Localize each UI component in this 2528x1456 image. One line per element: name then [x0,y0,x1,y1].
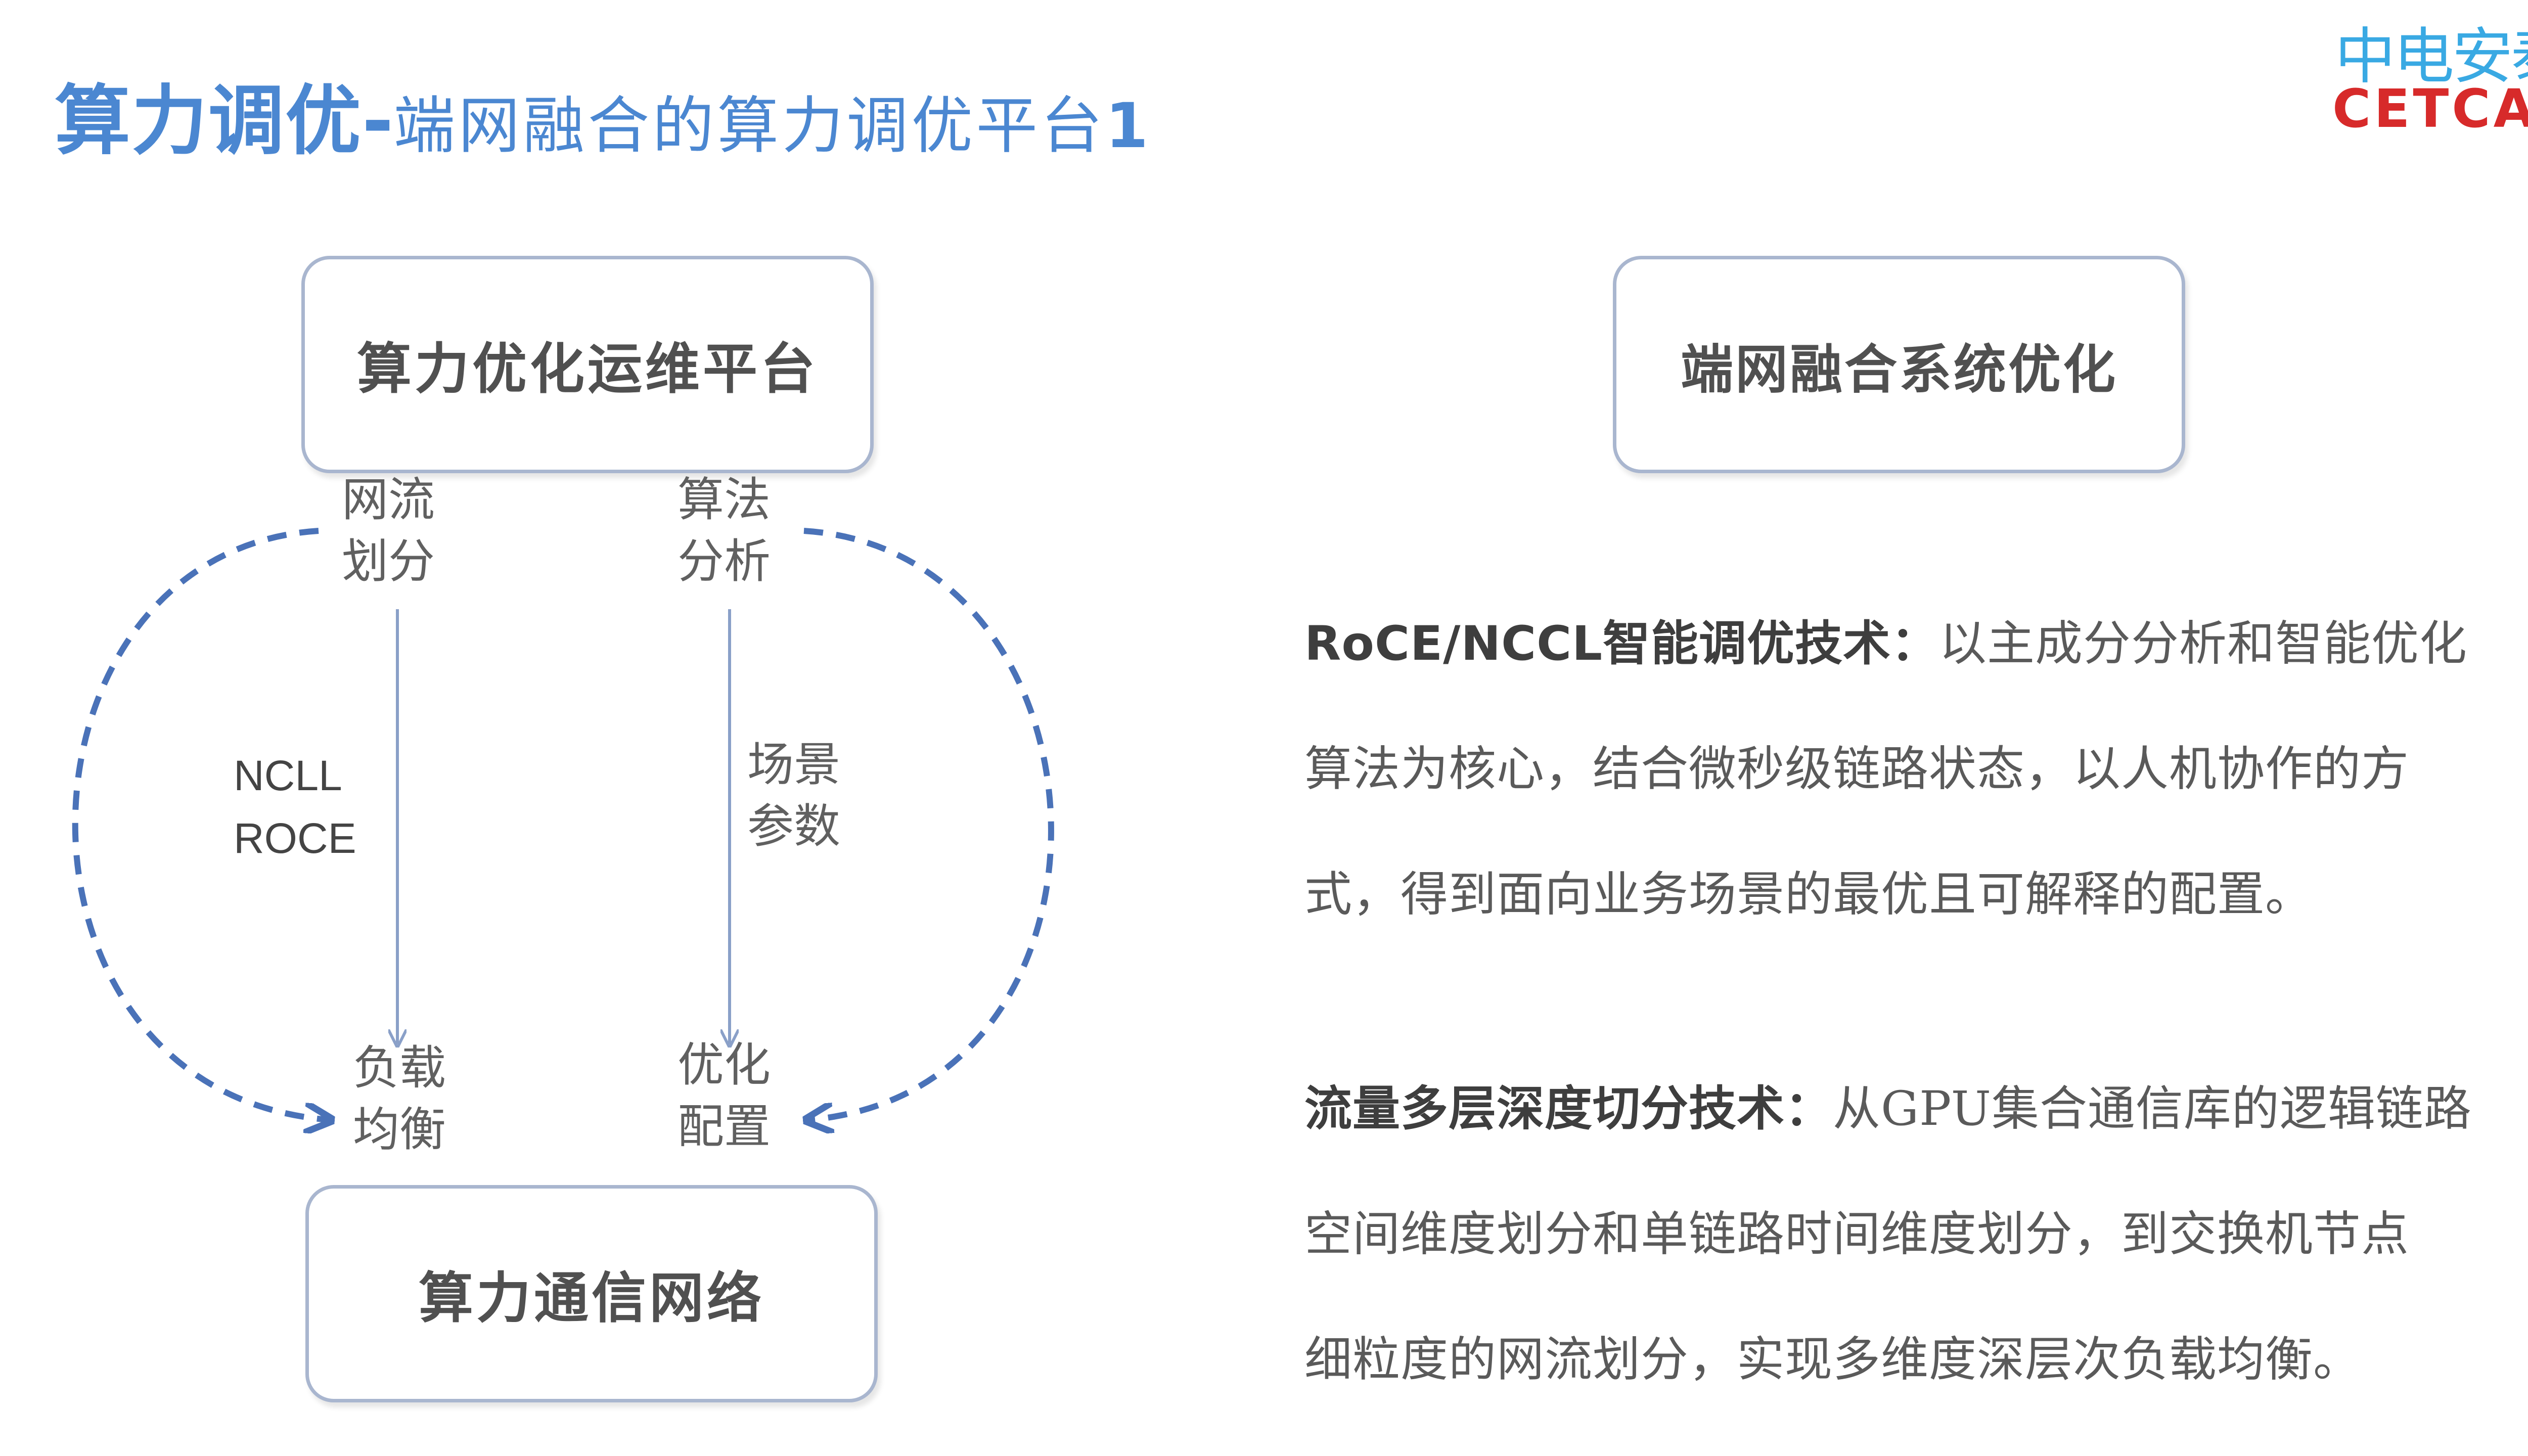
paragraph-roce-nccl: RoCE/NCCL智能调优技术：以主成分分析和智能优化 算法为核心，结合微秒级链… [1304,616,2468,922]
logo-chinese-text: 中电安泰 [2335,22,2528,92]
title-main: 算力调优 [55,77,363,165]
page-title: 算力调优 - 端网融合的算力调优平台 1 [55,60,1149,165]
paragraph-traffic-split: 流量多层深度切分技术：从GPU集合通信库的逻辑链路 空间维度划分和单链路时间维度… [1304,1081,2472,1387]
company-logo: 中电安泰 CETCAT [2321,7,2528,144]
label-flow-partition: 网流 划分 [342,473,435,588]
right-dashed-cycle-arrow [804,528,1054,1120]
compute-ops-platform-box: 算力优化运维平台 [301,256,874,473]
label-algorithm-analysis: 算法 分析 [678,473,771,588]
title-dash: - [362,77,394,165]
title-number: 1 [1105,90,1149,162]
system-optimization-box: 端网融合系统优化 [1613,256,2185,473]
label-load-balance: 负载 均衡 [353,1041,446,1157]
label-scene-params: 场景 参数 [747,738,841,853]
compute-network-box: 算力通信网络 [305,1185,878,1402]
title-subtitle: 端网融合的算力调优平台 [393,90,1106,162]
paragraph-lead: 流量多层深度切分技术： [1304,1081,1833,1136]
logo-english-text: CETCAT [2332,78,2528,140]
label-optimize-config: 优化 配置 [678,1038,771,1154]
paragraph-lead: RoCE/NCCL智能调优技术： [1304,616,1939,671]
label-ncll-roce: NCLL ROCE [234,752,356,862]
